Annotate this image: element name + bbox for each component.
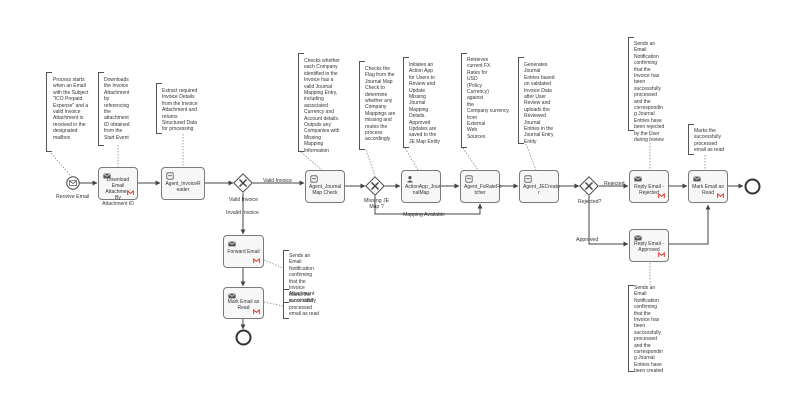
annotation-flag: Checks the Flag from the Journal Map Che… — [365, 66, 396, 143]
gateway-label: Missing JE Map ? — [364, 198, 390, 210]
task-fx-rate-fetcher[interactable]: Agent_FxRateFe tcher — [460, 170, 502, 203]
mail-icon — [103, 173, 111, 179]
annotation-bracket — [283, 250, 289, 303]
task-forward-email[interactable]: Forward Email — [223, 235, 264, 268]
mail-icon — [228, 241, 236, 247]
annotation-bracket — [628, 37, 634, 131]
annotation-action-app: Initiates an Action App for Users to Rev… — [409, 62, 440, 145]
task-reply-email-approved[interactable]: Reply Email - Approved — [629, 229, 669, 262]
annotation-bracket — [403, 57, 409, 148]
flow-gateway3-approved — [588, 196, 629, 247]
task-reply-email-rejected[interactable]: Reply Email - Rejected — [629, 170, 669, 203]
annotation-bracket — [461, 53, 467, 148]
start-event-label: Receive Email — [56, 194, 90, 200]
gateway-label: Rejected? — [578, 199, 602, 205]
annotation-bracket — [298, 53, 304, 152]
start-event[interactable] — [66, 176, 80, 190]
annotation-mark-top: Marks the successfully processed email a… — [694, 128, 725, 154]
mail-icon — [634, 235, 642, 241]
gmail-icon — [658, 252, 665, 258]
end-event-top[interactable] — [744, 178, 761, 195]
flow-label-approved: Approved — [576, 237, 599, 243]
task-label: Reply Email - Rejected — [634, 184, 664, 196]
agent-icon — [166, 172, 174, 180]
task-mark-email-read-top[interactable]: Mark Email as Read — [688, 170, 728, 203]
annotation-download: Downloads the Invoice Attachment by refe… — [104, 77, 130, 141]
agent-icon — [524, 175, 532, 183]
annotation-journal: Checks whether each Company identified i… — [304, 58, 340, 154]
task-label: Mark Email as Read — [692, 184, 724, 196]
exclusive-x-icon — [371, 182, 379, 190]
annotation-fx: Retrieves current FX Rates for USD (Poli… — [467, 57, 509, 140]
flow-mapping-available — [374, 196, 483, 215]
annotation-je: Generates Journal Entries based on valid… — [524, 62, 555, 145]
annotation-bracket — [518, 57, 524, 144]
flow-label-mapping-available: Mapping Available — [403, 212, 446, 218]
annotation-approved: Sends an Email Notification confirming t… — [634, 285, 664, 375]
gmail-icon — [658, 193, 665, 199]
exclusive-x-icon — [585, 182, 593, 190]
task-label: Forward Email — [227, 249, 260, 255]
task-invoice-reader[interactable]: Agent_InvoiceR eader — [161, 167, 205, 200]
gateway-missing-je-map[interactable] — [365, 176, 385, 196]
task-label: Agent_FxRateFe tcher — [464, 184, 502, 196]
task-mark-email-read-bottom[interactable]: Mark Email as Read — [223, 287, 264, 319]
mail-icon — [228, 293, 236, 299]
agent-icon — [465, 175, 473, 183]
mail-icon — [693, 176, 701, 182]
task-label: Mark Email as Read — [227, 299, 260, 311]
task-journal-map-check[interactable]: Agent_Journal Map Check — [305, 170, 345, 203]
task-je-creator[interactable]: Agent_JECreato r — [519, 170, 560, 203]
annotation-reader: Extract required Invoice Details from th… — [162, 88, 198, 133]
exclusive-x-icon — [239, 179, 247, 187]
end-event-bottom[interactable] — [235, 329, 252, 346]
annotation-bracket — [46, 72, 52, 152]
annotation-bracket — [156, 83, 162, 134]
task-download-attachment[interactable]: Download Email Attachment By Attachment … — [98, 167, 138, 207]
annotation-bracket — [359, 61, 365, 150]
gmail-icon — [253, 309, 260, 315]
gateway-label: Valid Invoice — [229, 197, 259, 203]
annotation-bracket — [628, 285, 634, 372]
gmail-icon — [127, 190, 134, 196]
gmail-icon — [253, 258, 260, 264]
envelope-icon — [69, 180, 77, 186]
flow-approved-mark — [669, 204, 711, 245]
task-label: Download Email Attachment By Attachment … — [102, 177, 134, 207]
mail-icon — [634, 176, 642, 182]
task-label: Reply Email - Approved — [634, 241, 664, 253]
gateway-valid-invoice[interactable] — [233, 173, 253, 193]
flow-label-valid-invoice: Valid Invoice — [263, 178, 293, 184]
task-label: Agent_InvoiceR eader — [165, 181, 201, 193]
annotation-rejected: Sends an Email Notification confirming t… — [634, 41, 665, 144]
gateway-rejected[interactable] — [579, 176, 599, 196]
task-label: Agent_JECreato r — [523, 184, 560, 196]
gmail-icon — [717, 193, 724, 199]
annotation-bracket — [98, 72, 104, 146]
task-action-app-journal-map[interactable]: ActionApp_Jour nalMap — [401, 170, 441, 203]
annotation-forward: Sends an Email Notification confirming t… — [289, 253, 315, 304]
agent-icon — [310, 175, 318, 183]
person-icon — [406, 176, 414, 183]
annotation-start: Process starts when an Email with the Su… — [53, 77, 89, 141]
task-label: Agent_Journal Map Check — [309, 184, 342, 196]
annotation-mark-bottom: Marks the successfully processed email a… — [289, 292, 320, 318]
flow-label-rejected: Rejected — [604, 181, 625, 187]
task-label: ActionApp_Jour nalMap — [405, 184, 441, 196]
annotation-bracket — [688, 124, 694, 155]
flow-label-invalid-invoice: Invalid Invoice — [226, 210, 259, 216]
annotation-bracket — [283, 289, 289, 319]
